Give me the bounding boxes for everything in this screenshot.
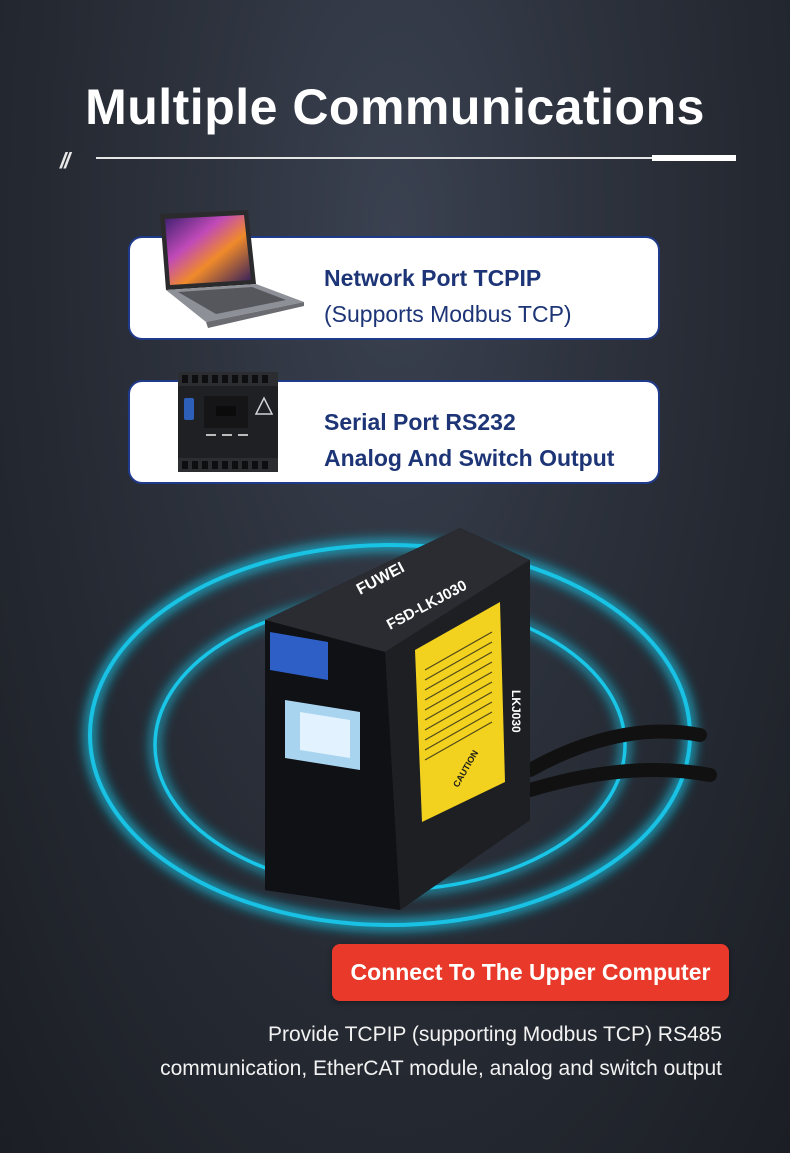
description: Provide TCPIP (supporting Modbus TCP) RS… [42,1018,722,1086]
laptop-icon [160,210,304,328]
page-title: Multiple Communications [85,79,705,135]
laser-sensor-product-image: FUWEI FSD-LKJ030 LKJ030 CAUTION [85,528,717,930]
feature-title: Network Port TCPIP [324,265,542,291]
plc-controller-icon [178,372,278,472]
description-line-2: communication, EtherCAT module, analog a… [160,1057,722,1080]
feature-card-text: Serial Port RS232 Analog And Switch Outp… [324,404,614,476]
feature-subtitle: Analog And Switch Output [324,445,615,471]
feature-title: Serial Port RS232 [324,409,516,435]
divider-line [96,157,652,159]
feature-card-text: Network Port TCPIP (Supports Modbus TCP) [324,260,572,332]
divider-accent [652,155,736,161]
description-line-1: Provide TCPIP (supporting Modbus TCP) RS… [267,1023,722,1046]
side-model-label: LKJ030 [509,690,523,733]
feature-subtitle: (Supports Modbus TCP) [324,301,572,327]
connect-upper-computer-banner: Connect To The Upper Computer [332,944,729,1001]
divider-slashes: // [60,148,70,173]
